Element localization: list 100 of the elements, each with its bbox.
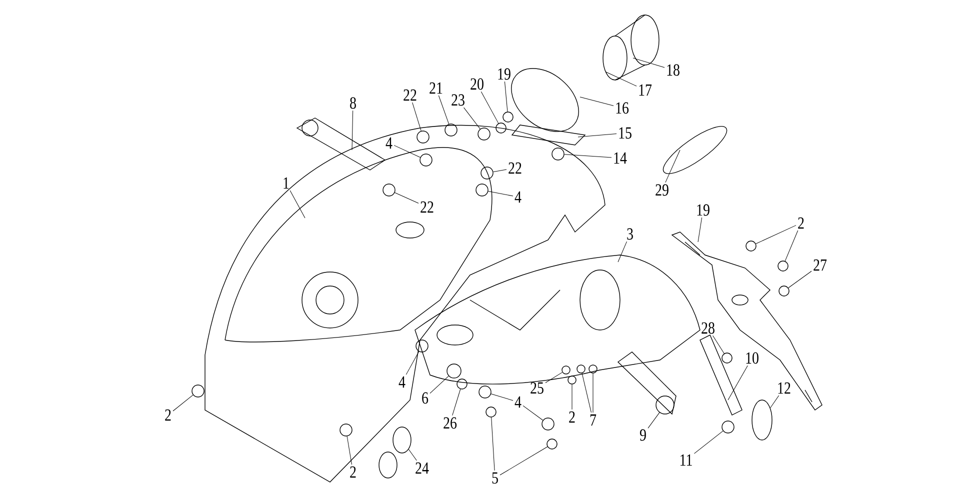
part-drawing	[502, 112, 514, 122]
callout-number: 4	[514, 191, 522, 203]
part-drawing	[752, 400, 772, 440]
part-drawing	[778, 260, 788, 272]
leader-line	[488, 190, 514, 196]
leader-line	[394, 145, 420, 158]
leader-line	[756, 225, 796, 244]
callout-number: 12	[778, 382, 790, 394]
callout-number: 2	[165, 409, 171, 421]
callout-number: 29	[656, 184, 668, 196]
callout-number: 14	[614, 152, 627, 164]
leader-line	[582, 373, 592, 413]
part-drawing	[542, 418, 554, 430]
part-drawing	[546, 438, 558, 450]
callout-number: 24	[416, 462, 429, 474]
leader-line	[490, 394, 514, 401]
callout-number: 22	[404, 89, 416, 101]
callout-number: 17	[639, 84, 652, 96]
callout-number: 5	[492, 472, 498, 484]
callout-number: 16	[616, 102, 629, 114]
leader-line	[788, 270, 812, 288]
leader-line	[412, 102, 422, 132]
callout-number: 20	[470, 78, 484, 90]
leader-line	[438, 95, 450, 124]
part-drawing	[416, 130, 430, 144]
callout-number: 4	[386, 137, 392, 149]
callout-number: 23	[452, 94, 464, 106]
callout-number: 22	[508, 162, 522, 174]
part-drawing	[778, 286, 790, 296]
callout-number: 28	[702, 322, 714, 334]
leader-line	[564, 154, 612, 158]
part-drawing	[478, 128, 490, 140]
leader-line	[290, 190, 306, 218]
leader-line	[491, 417, 495, 471]
leader-line	[648, 412, 660, 428]
part-drawing	[444, 124, 458, 136]
callout-number: 18	[667, 64, 680, 76]
part-drawing	[392, 426, 412, 454]
part-drawing	[486, 406, 496, 418]
callout-number: 7	[590, 414, 596, 426]
leader-line	[665, 150, 680, 183]
leader-line	[728, 365, 748, 400]
callout-number: 2	[798, 217, 804, 229]
leader-line	[618, 241, 628, 262]
callout-number: 26	[444, 417, 457, 429]
part-drawing	[478, 386, 492, 398]
part-drawing	[568, 376, 576, 384]
callout-number: 15	[619, 127, 632, 139]
leader-line	[500, 446, 548, 476]
part-drawing	[562, 366, 570, 374]
leader-line	[406, 351, 420, 375]
callout-number: 4	[514, 396, 522, 408]
part-drawing	[746, 240, 756, 252]
leader-line	[784, 230, 798, 262]
leader-line	[493, 169, 507, 172]
part-drawing	[192, 384, 204, 398]
part-drawing	[456, 378, 468, 390]
part-drawing	[722, 420, 734, 434]
callout-number: 10	[746, 352, 758, 364]
leader-line	[712, 335, 724, 354]
callout-number: 19	[697, 204, 710, 216]
leader-line	[452, 388, 461, 416]
callout-number: 19	[498, 68, 510, 80]
leader-line	[352, 110, 354, 150]
leader-line	[522, 405, 544, 420]
leader-line	[430, 376, 449, 394]
leader-line	[632, 58, 665, 68]
part-drawing	[420, 154, 432, 166]
callout-number: 2	[350, 466, 356, 478]
part-drawing	[476, 184, 488, 196]
leader-line	[394, 192, 419, 204]
leader-line	[504, 81, 508, 112]
part-drawing	[340, 424, 352, 436]
part-drawing	[416, 340, 428, 352]
part-drawing	[382, 184, 396, 196]
part-drawing	[722, 352, 732, 364]
leader-line	[408, 449, 417, 461]
leader-line	[346, 436, 352, 465]
part-drawing	[656, 396, 674, 414]
leader-line	[694, 430, 724, 454]
callout-number: 11	[680, 454, 692, 466]
part-drawing	[588, 364, 598, 374]
part-drawing	[446, 364, 462, 378]
callout-number: 27	[814, 259, 827, 271]
callout-number: 21	[430, 82, 442, 94]
part-drawing	[576, 364, 586, 374]
leader-line	[698, 217, 702, 242]
leader-line	[578, 133, 617, 138]
leader-line	[580, 96, 614, 106]
callout-number: 1	[284, 177, 289, 189]
leader-line	[172, 394, 194, 412]
callout-number: 6	[422, 392, 428, 404]
part-drawing	[552, 148, 564, 160]
part-drawing	[496, 122, 506, 134]
callout-number: 2	[569, 411, 575, 423]
callout-number: 8	[350, 97, 356, 109]
callout-number: 4	[398, 376, 406, 388]
callout-number: 25	[530, 382, 544, 394]
callout-number: 9	[640, 429, 646, 441]
part-drawing	[480, 166, 494, 180]
